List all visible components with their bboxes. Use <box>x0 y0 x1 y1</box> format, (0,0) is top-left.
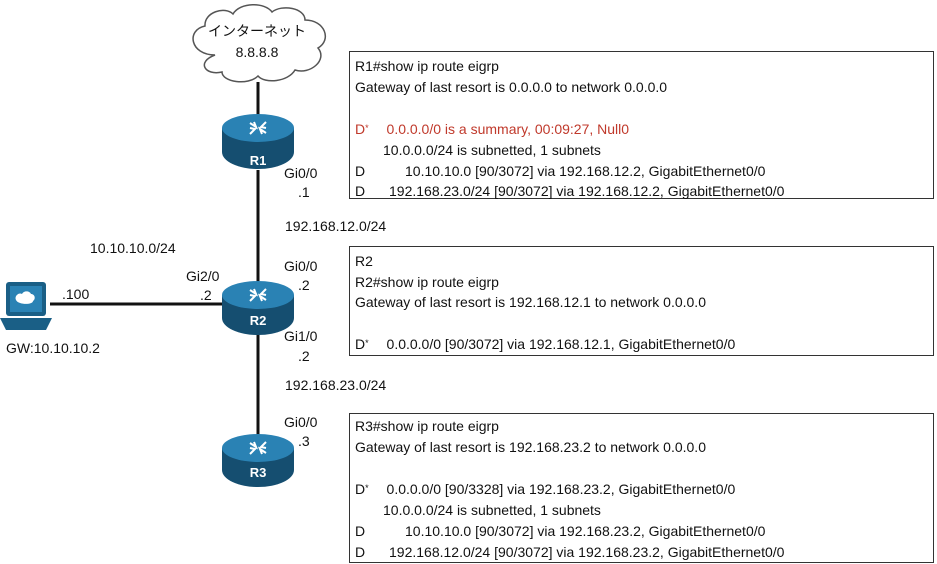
r2-cmd: R2#show ip route eigrp <box>355 274 499 290</box>
r1-route-10-text: 10.10.10.0 [90/3072] via 192.168.12.2, G… <box>405 163 766 179</box>
r2-route-default-star: * <box>365 338 369 348</box>
r1-route-10: D 10.10.10.0 [90/3072] via 192.168.12.2,… <box>355 163 765 179</box>
r1-cmd: R1#show ip route eigrp <box>355 58 499 74</box>
r2-title: R2 <box>355 253 373 269</box>
r3-route-default: D* 0.0.0.0/0 [90/3328] via 192.168.23.2,… <box>355 481 735 497</box>
router-r1-label: R1 <box>250 153 267 168</box>
router-r3-label: R3 <box>250 465 267 480</box>
pc-icon <box>0 282 52 330</box>
r2-gi10-label: Gi1/0 <box>284 328 318 344</box>
r3-route-10-code: D <box>355 523 366 539</box>
network-10: 10.10.10.0/24 <box>90 240 176 256</box>
r2-gi00-label: Gi0/0 <box>284 258 318 274</box>
router-r1-icon: R1 <box>222 114 294 169</box>
r1-route-23-code: D <box>355 183 366 199</box>
r2-gw: Gateway of last resort is 192.168.12.1 t… <box>355 294 706 310</box>
r1-route-summary-star: * <box>365 123 369 133</box>
router-r2-label: R2 <box>250 313 267 328</box>
r3-gi00-label: Gi0/0 <box>284 414 318 430</box>
r1-route-10-code: D <box>355 163 366 179</box>
internet-cloud-icon <box>192 4 327 83</box>
r1-gi00-label: Gi0/0 <box>284 165 318 181</box>
network-12: 192.168.12.0/24 <box>285 218 387 234</box>
pc-gateway: GW:10.10.10.2 <box>6 340 100 356</box>
internet-label: インターネット <box>208 23 306 39</box>
r3-route-12-text: 192.168.12.0/24 [90/3072] via 192.168.23… <box>389 544 785 560</box>
r3-route-12: D 192.168.12.0/24 [90/3072] via 192.168.… <box>355 544 784 560</box>
r1-gw: Gateway of last resort is 0.0.0.0 to net… <box>355 79 668 95</box>
internet-ip: 8.8.8.8 <box>235 44 279 60</box>
r2-route-default-code: D <box>355 336 366 352</box>
r3-route-default-star: * <box>365 483 369 493</box>
r1-route-summary-code: D <box>355 121 366 137</box>
r3-route-10: D 10.10.10.0 [90/3072] via 192.168.23.2,… <box>355 523 765 539</box>
r1-gi00-ip: .1 <box>298 184 310 200</box>
r1-route-23: D 192.168.23.0/24 [90/3072] via 192.168.… <box>355 183 784 199</box>
r3-gi00-ip: .3 <box>298 433 310 449</box>
r3-gw: Gateway of last resort is 192.168.23.2 t… <box>355 439 706 455</box>
network-23: 192.168.23.0/24 <box>285 377 387 393</box>
r2-route-default: D* 0.0.0.0/0 [90/3072] via 192.168.12.1,… <box>355 336 735 352</box>
r2-route-default-text: 0.0.0.0/0 [90/3072] via 192.168.12.1, Gi… <box>386 336 736 352</box>
r1-route-summary: D* 0.0.0.0/0 is a summary, 00:09:27, Nul… <box>355 121 629 137</box>
r2-gi20-ip: .2 <box>200 287 212 303</box>
router-r3-icon: R3 <box>222 434 294 487</box>
r3-route-10-text: 10.10.10.0 [90/3072] via 192.168.23.2, G… <box>405 523 766 539</box>
r1-route-summary-text: 0.0.0.0/0 is a summary, 00:09:27, Null0 <box>386 121 630 137</box>
router-r2-icon: R2 <box>222 281 294 335</box>
r3-route-subnetted: 10.0.0.0/24 is subnetted, 1 subnets <box>383 502 601 518</box>
r1-route-subnetted: 10.0.0.0/24 is subnetted, 1 subnets <box>383 142 601 158</box>
r2-route-table: R2 R2#show ip route eigrp Gateway of las… <box>349 246 934 356</box>
r1-route-23-text: 192.168.23.0/24 [90/3072] via 192.168.12… <box>389 183 785 199</box>
r1-route-table: R1#show ip route eigrp Gateway of last r… <box>349 51 934 199</box>
r2-gi00-ip: .2 <box>298 277 310 293</box>
r3-route-default-text: 0.0.0.0/0 [90/3328] via 192.168.23.2, Gi… <box>386 481 736 497</box>
r3-route-table: R3#show ip route eigrp Gateway of last r… <box>349 413 934 563</box>
r3-route-12-code: D <box>355 544 366 560</box>
r3-cmd: R3#show ip route eigrp <box>355 418 499 434</box>
pc-ip: .100 <box>62 286 90 302</box>
r2-gi10-ip: .2 <box>298 348 310 364</box>
r3-route-default-code: D <box>355 481 366 497</box>
r2-gi20-label: Gi2/0 <box>186 268 220 284</box>
